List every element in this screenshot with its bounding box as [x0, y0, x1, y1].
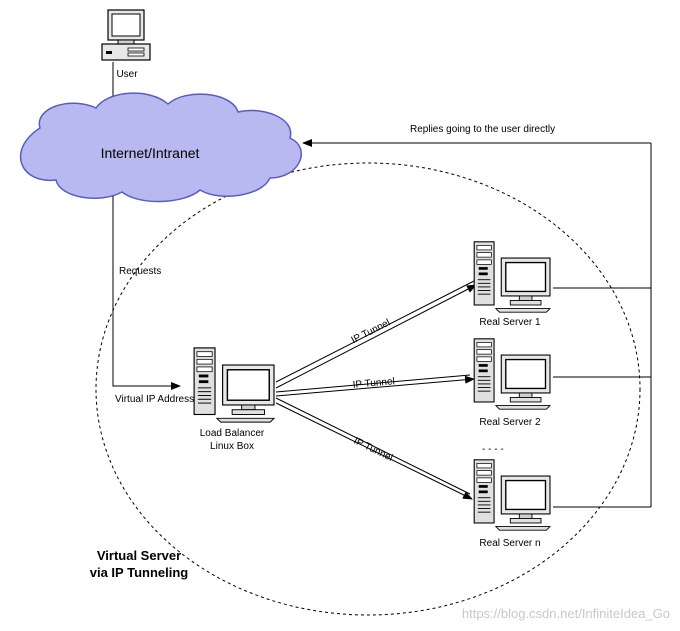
requests-line: [112, 196, 181, 390]
real-server-n-icon: [473, 459, 551, 531]
diagram-title-line2: via IP Tunneling: [90, 565, 189, 580]
real-server-1-icon: [473, 241, 551, 313]
virtual-ip-label: Virtual IP Address: [115, 394, 194, 405]
real-server-2-icon: [473, 338, 551, 410]
replies-label: Replies going to the user directly: [410, 124, 555, 135]
real-server-1-label: Real Server 1: [479, 317, 541, 328]
tunnel-to-server-1: [275, 280, 477, 389]
user-label: User: [116, 69, 138, 80]
load-balancer-icon: [193, 347, 275, 423]
load-balancer-label-line1: Load Balancer: [200, 428, 265, 439]
diagram-title-line1: Virtual Server: [97, 548, 181, 563]
load-balancer-label-line2: Linux Box: [210, 441, 254, 452]
user-computer-icon: [101, 9, 151, 61]
server-ellipsis: - - - -: [482, 444, 504, 455]
real-server-n-label: Real Server n: [479, 538, 540, 549]
tunnel-label-2: IP Tunnel: [352, 376, 395, 391]
real-server-2-label: Real Server 2: [479, 417, 541, 428]
tunnel-to-server-n: [275, 397, 473, 500]
internet-cloud-icon: [19, 92, 302, 203]
tunnel-to-server-2: [275, 374, 475, 397]
cloud-label: Internet/Intranet: [101, 145, 200, 161]
requests-label: Requests: [119, 266, 161, 277]
tunnel-label-3: IP Tunnel: [352, 436, 395, 464]
virtual-server-boundary: [95, 162, 641, 616]
watermark: https://blog.csdn.net/InfiniteIdea_Go: [462, 606, 670, 621]
